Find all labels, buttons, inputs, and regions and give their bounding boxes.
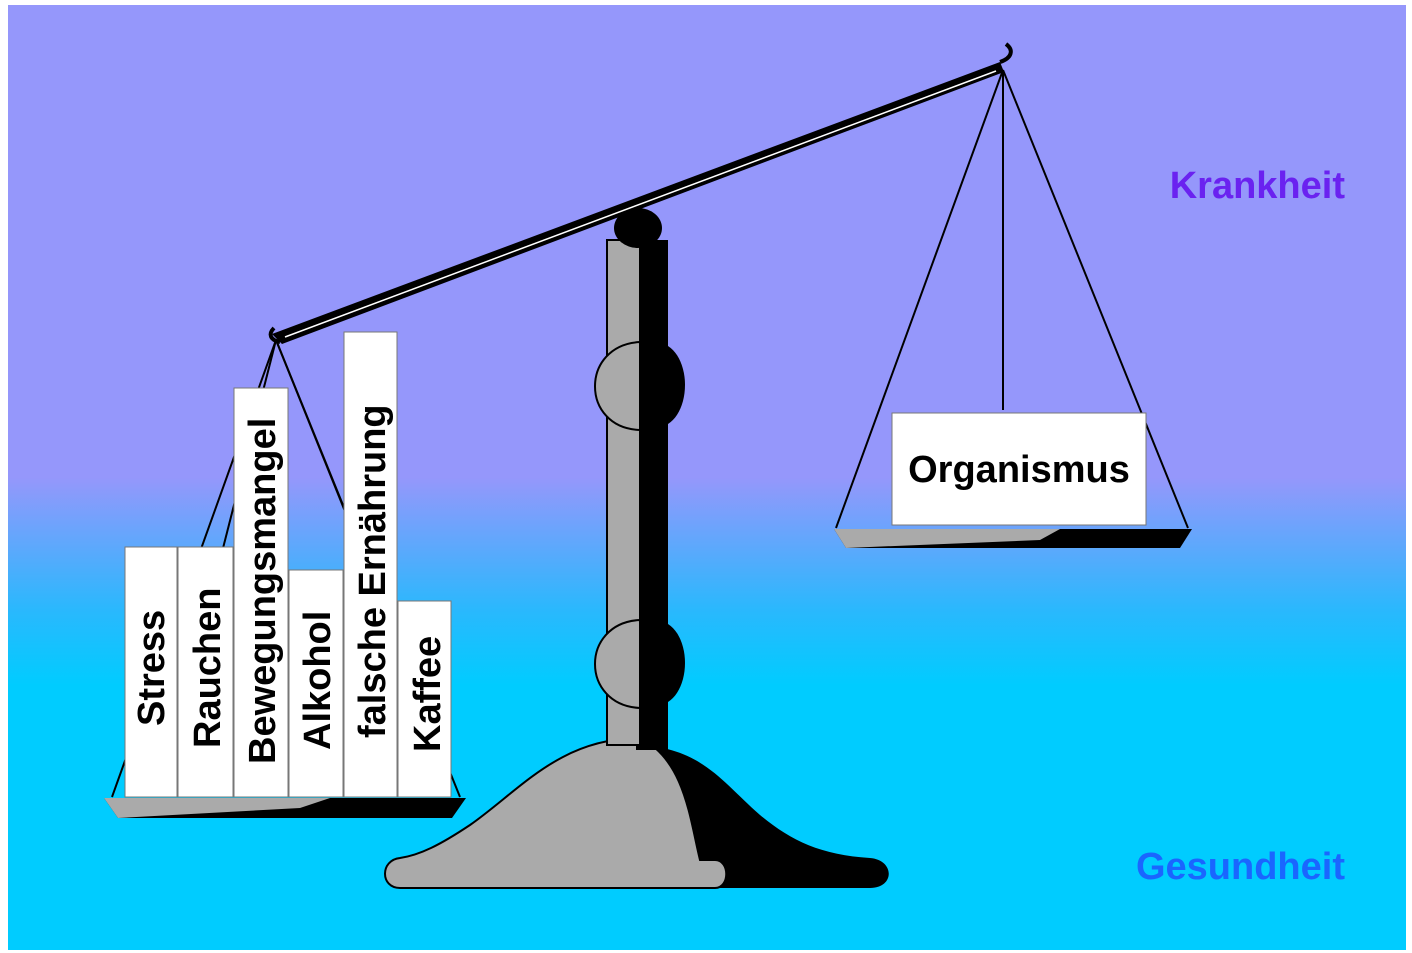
organismus-block: Organismus [891, 412, 1147, 526]
block-rauchen-label: Rauchen [187, 588, 229, 748]
scale-stand [384, 208, 889, 889]
pivot-cap [614, 208, 662, 248]
lower-knob-shadow [631, 621, 685, 705]
block-bewegungsmangel-label: Bewegungsmangel [242, 418, 284, 764]
block-kaffee: Kaffee [397, 600, 452, 798]
block-falsche-ernaehrung: falsche Ernährung [343, 331, 398, 798]
block-falsche-ernaehrung-label: falsche Ernährung [352, 404, 394, 738]
upper-knob [594, 340, 641, 432]
right-pan-strings [835, 69, 1189, 529]
block-bewegungsmangel: Bewegungsmangel [233, 387, 289, 798]
upper-knob-shadow [631, 343, 685, 427]
lower-knob [594, 618, 641, 710]
block-stress-label: Stress [131, 610, 173, 726]
scale-beam [268, 42, 1013, 344]
left-pan-blocks: Stress Rauchen Bewegungsmangel Alkohol f… [124, 331, 452, 798]
krankheit-label: Krankheit [1170, 165, 1346, 207]
block-rauchen: Rauchen [177, 546, 234, 798]
left-pan [104, 798, 466, 818]
block-stress: Stress [124, 546, 178, 798]
organismus-label: Organismus [908, 449, 1130, 491]
right-pan [834, 529, 1192, 548]
gesundheit-label: Gesundheit [1136, 846, 1345, 888]
block-alkohol-label: Alkohol [297, 611, 339, 750]
block-alkohol: Alkohol [288, 569, 344, 798]
stand-base [384, 736, 728, 889]
block-kaffee-label: Kaffee [407, 636, 449, 752]
